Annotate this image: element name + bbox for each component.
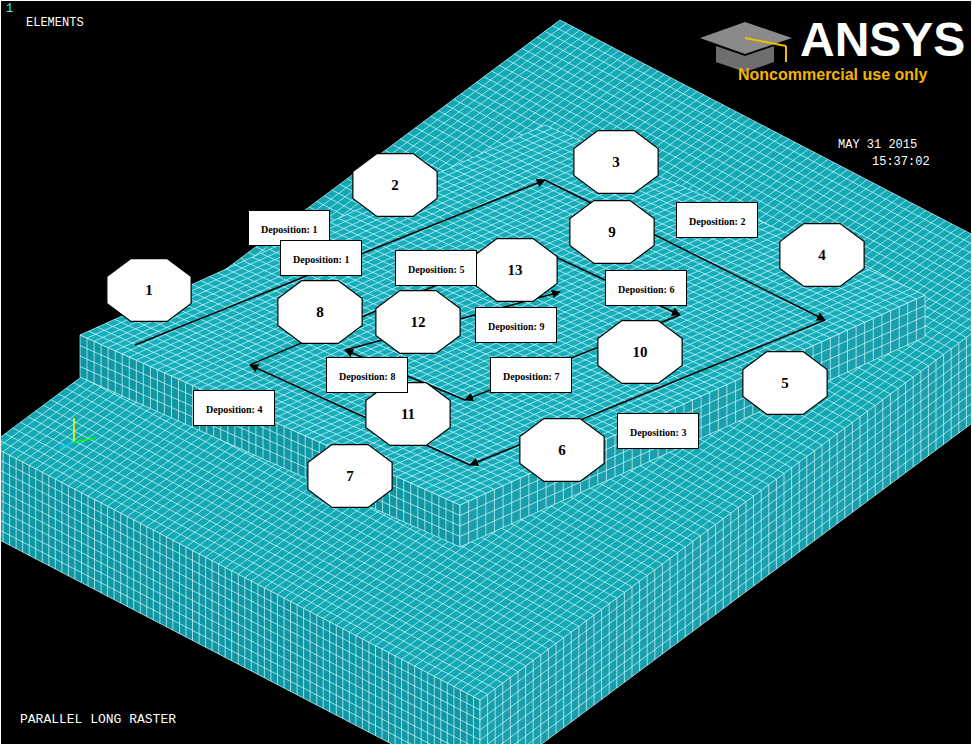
- deposition-box: Deposition: 9: [475, 307, 557, 343]
- callout-number: 6: [558, 442, 566, 459]
- callout-number: 3: [612, 154, 620, 171]
- callout-octagon: 8: [277, 280, 363, 344]
- callout-number: 11: [401, 406, 415, 423]
- axis-line: [74, 438, 96, 442]
- logo-tassel: [745, 38, 786, 46]
- deposition-label: Deposition: 1: [261, 224, 317, 235]
- octagon-shape: [353, 154, 437, 217]
- layer-top-face: [80, 125, 925, 505]
- callout-number: 9: [608, 224, 616, 241]
- license-note: Noncommercial use only: [738, 66, 927, 84]
- callout-octagon: 1: [106, 258, 192, 322]
- deposition-label: Deposition: 2: [689, 216, 745, 227]
- octagon-shape: [598, 321, 682, 384]
- deposition-label: Deposition: 1: [293, 254, 349, 265]
- plate-top-face-grid: [0, 20, 972, 700]
- deposition-label: Deposition: 5: [408, 264, 464, 275]
- logo-tassel: [785, 46, 787, 62]
- callout-octagon: 13: [472, 238, 558, 302]
- deposition-label: Deposition: 9: [488, 321, 544, 332]
- deposition-label: Deposition: 6: [618, 284, 674, 295]
- octagon-shape: [743, 352, 827, 415]
- path-arrows: [135, 180, 825, 465]
- deposition-label: Deposition: 4: [206, 404, 262, 415]
- layer-top-face-grid: [80, 125, 925, 505]
- callout-octagon: 7: [307, 444, 393, 508]
- axis-triad: [60, 418, 96, 448]
- layer-top-face-fill: [80, 125, 925, 505]
- logo-text: ANSYS: [800, 12, 965, 67]
- axis-line: [73, 418, 75, 442]
- deposition-box: Deposition: 2: [676, 202, 758, 238]
- callout-number: 1: [145, 282, 153, 299]
- octagon-shape: [780, 224, 864, 287]
- octagon-shape: [278, 281, 362, 344]
- callout-number: 12: [411, 314, 426, 331]
- callout-octagon: 5: [742, 351, 828, 415]
- callout-number: 8: [316, 304, 324, 321]
- octagon-shape: [574, 131, 658, 194]
- plot-date: MAY 31 2015: [838, 138, 917, 152]
- callout-octagon: 9: [569, 200, 655, 264]
- deposition-box: Deposition: 3: [617, 413, 699, 449]
- plate-top-face-fill: [0, 20, 972, 700]
- deposition-label: Deposition: 7: [503, 371, 559, 382]
- ansys-logo-icon: [700, 22, 792, 72]
- octagon-shape: [308, 445, 392, 508]
- deposition-box: Deposition: 7: [490, 357, 572, 393]
- callout-octagon: 6: [519, 418, 605, 482]
- deposition-label: Deposition: 3: [630, 427, 686, 438]
- callout-number: 7: [346, 468, 354, 485]
- deposition-box: Deposition: 4: [193, 390, 275, 426]
- plot-caption: PARALLEL LONG RASTER: [20, 712, 176, 727]
- deposition-box: Deposition: 5: [395, 250, 477, 286]
- octagon-shape: [107, 259, 191, 322]
- deposition-label: Deposition: 8: [339, 371, 395, 382]
- callout-number: 5: [781, 375, 789, 392]
- octagon-shape: [520, 419, 604, 482]
- logo-cap: [700, 22, 792, 54]
- octagon-shape: [376, 291, 460, 354]
- deposition-box: Deposition: 8: [326, 357, 408, 393]
- callout-number: 2: [391, 177, 399, 194]
- octagon-shape: [570, 201, 654, 264]
- callout-octagon: 4: [779, 223, 865, 287]
- callout-number: 13: [508, 262, 523, 279]
- axis-line: [60, 442, 74, 448]
- octagon-shape: [473, 239, 557, 302]
- plot-time: 15:37:02: [872, 155, 930, 169]
- callout-number: 10: [633, 344, 648, 361]
- callout-octagon: 2: [352, 153, 438, 217]
- deposition-box: Deposition: 1: [280, 240, 362, 276]
- deposition-box: Deposition: 6: [605, 270, 687, 306]
- callout-octagon: 12: [375, 290, 461, 354]
- callout-number: 4: [818, 247, 826, 264]
- callout-octagon: 3: [573, 130, 659, 194]
- window-number: 1: [6, 2, 13, 16]
- plot-type: ELEMENTS: [26, 16, 84, 30]
- plate-top-face: [0, 20, 972, 700]
- callout-octagon: 10: [597, 320, 683, 384]
